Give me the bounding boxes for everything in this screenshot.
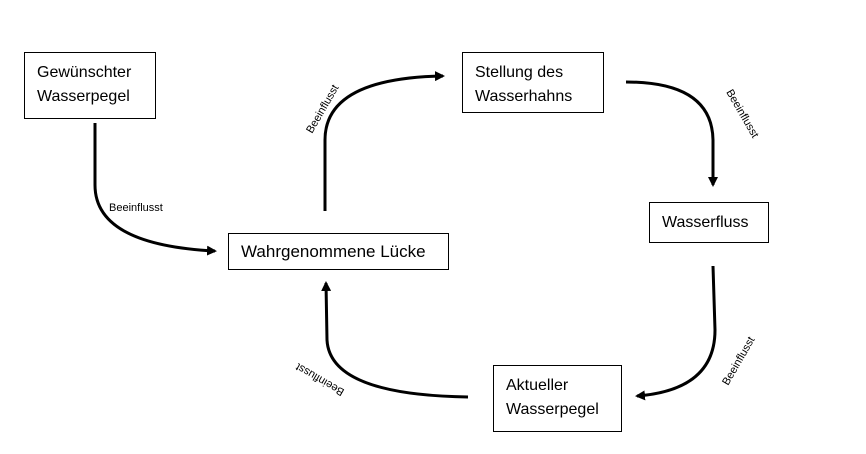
- edge-label-desired-to-gap: Beeinflusst: [109, 202, 163, 214]
- node-label-line: Aktueller: [506, 377, 569, 394]
- node-label-line: Gewünschter: [37, 64, 132, 81]
- edge-flow-to-actual: [635, 265, 717, 401]
- node-label-line: Wasserfluss: [662, 214, 749, 231]
- edge-actual-to-gap: [321, 281, 469, 399]
- node-label-line: Stellung des: [475, 64, 564, 81]
- edge-faucet-to-flow: [625, 80, 718, 187]
- node-label-line: Wasserhahns: [475, 88, 573, 105]
- node-perceived-gap: Wahrgenommene Lücke: [228, 233, 449, 270]
- node-water-flow: Wasserfluss: [649, 202, 769, 243]
- edge-desired-to-gap: [93, 123, 217, 256]
- edge-label-flow-to-actual: Beeinflusst: [720, 335, 757, 388]
- node-faucet-position: Stellung des Wasserhahns: [462, 52, 604, 113]
- node-desired-water-level: Gewünschter Wasserpegel: [24, 52, 156, 119]
- node-label-line: Wasserpegel: [37, 88, 130, 105]
- edge-label-faucet-to-flow: Beeinflusst: [723, 88, 760, 141]
- node-label-line: Wahrgenommene Lücke: [241, 242, 426, 261]
- edge-gap-to-faucet: [323, 71, 445, 211]
- node-actual-water-level: Aktueller Wasserpegel: [493, 365, 622, 432]
- node-label-line: Wasserpegel: [506, 401, 599, 418]
